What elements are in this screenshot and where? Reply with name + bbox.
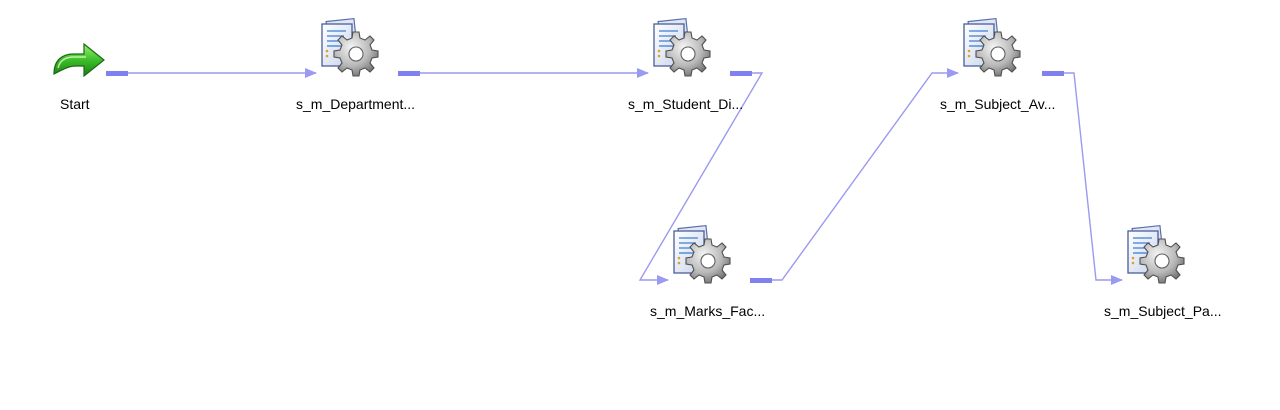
start-label: Start	[60, 96, 90, 112]
session-label-marks: s_m_Marks_Fac...	[650, 303, 766, 319]
session-label-subject-av: s_m_Subject_Av...	[940, 96, 1056, 112]
session-task-icon[interactable]	[670, 225, 750, 295]
session-task-icon[interactable]	[960, 18, 1040, 88]
start-arrow-icon[interactable]	[50, 38, 110, 88]
link-stub	[106, 71, 128, 76]
link-stub	[1042, 71, 1064, 76]
session-label-department: s_m_Department...	[296, 96, 416, 112]
link-marks-to-subject-av[interactable]	[772, 68, 959, 281]
link-subject-av-to-subject-pa[interactable]	[1064, 72, 1123, 285]
session-label-student: s_m_Student_Di...	[628, 96, 744, 112]
link-stub	[398, 71, 420, 76]
session-task-icon[interactable]	[318, 18, 398, 88]
session-task-icon[interactable]	[650, 18, 730, 88]
link-student-to-marks[interactable]	[638, 72, 764, 285]
session-task-icon[interactable]	[1124, 225, 1204, 295]
link-stub	[730, 71, 752, 76]
link-stub	[750, 278, 772, 283]
session-label-subject-pa: s_m_Subject_Pa...	[1104, 303, 1222, 319]
